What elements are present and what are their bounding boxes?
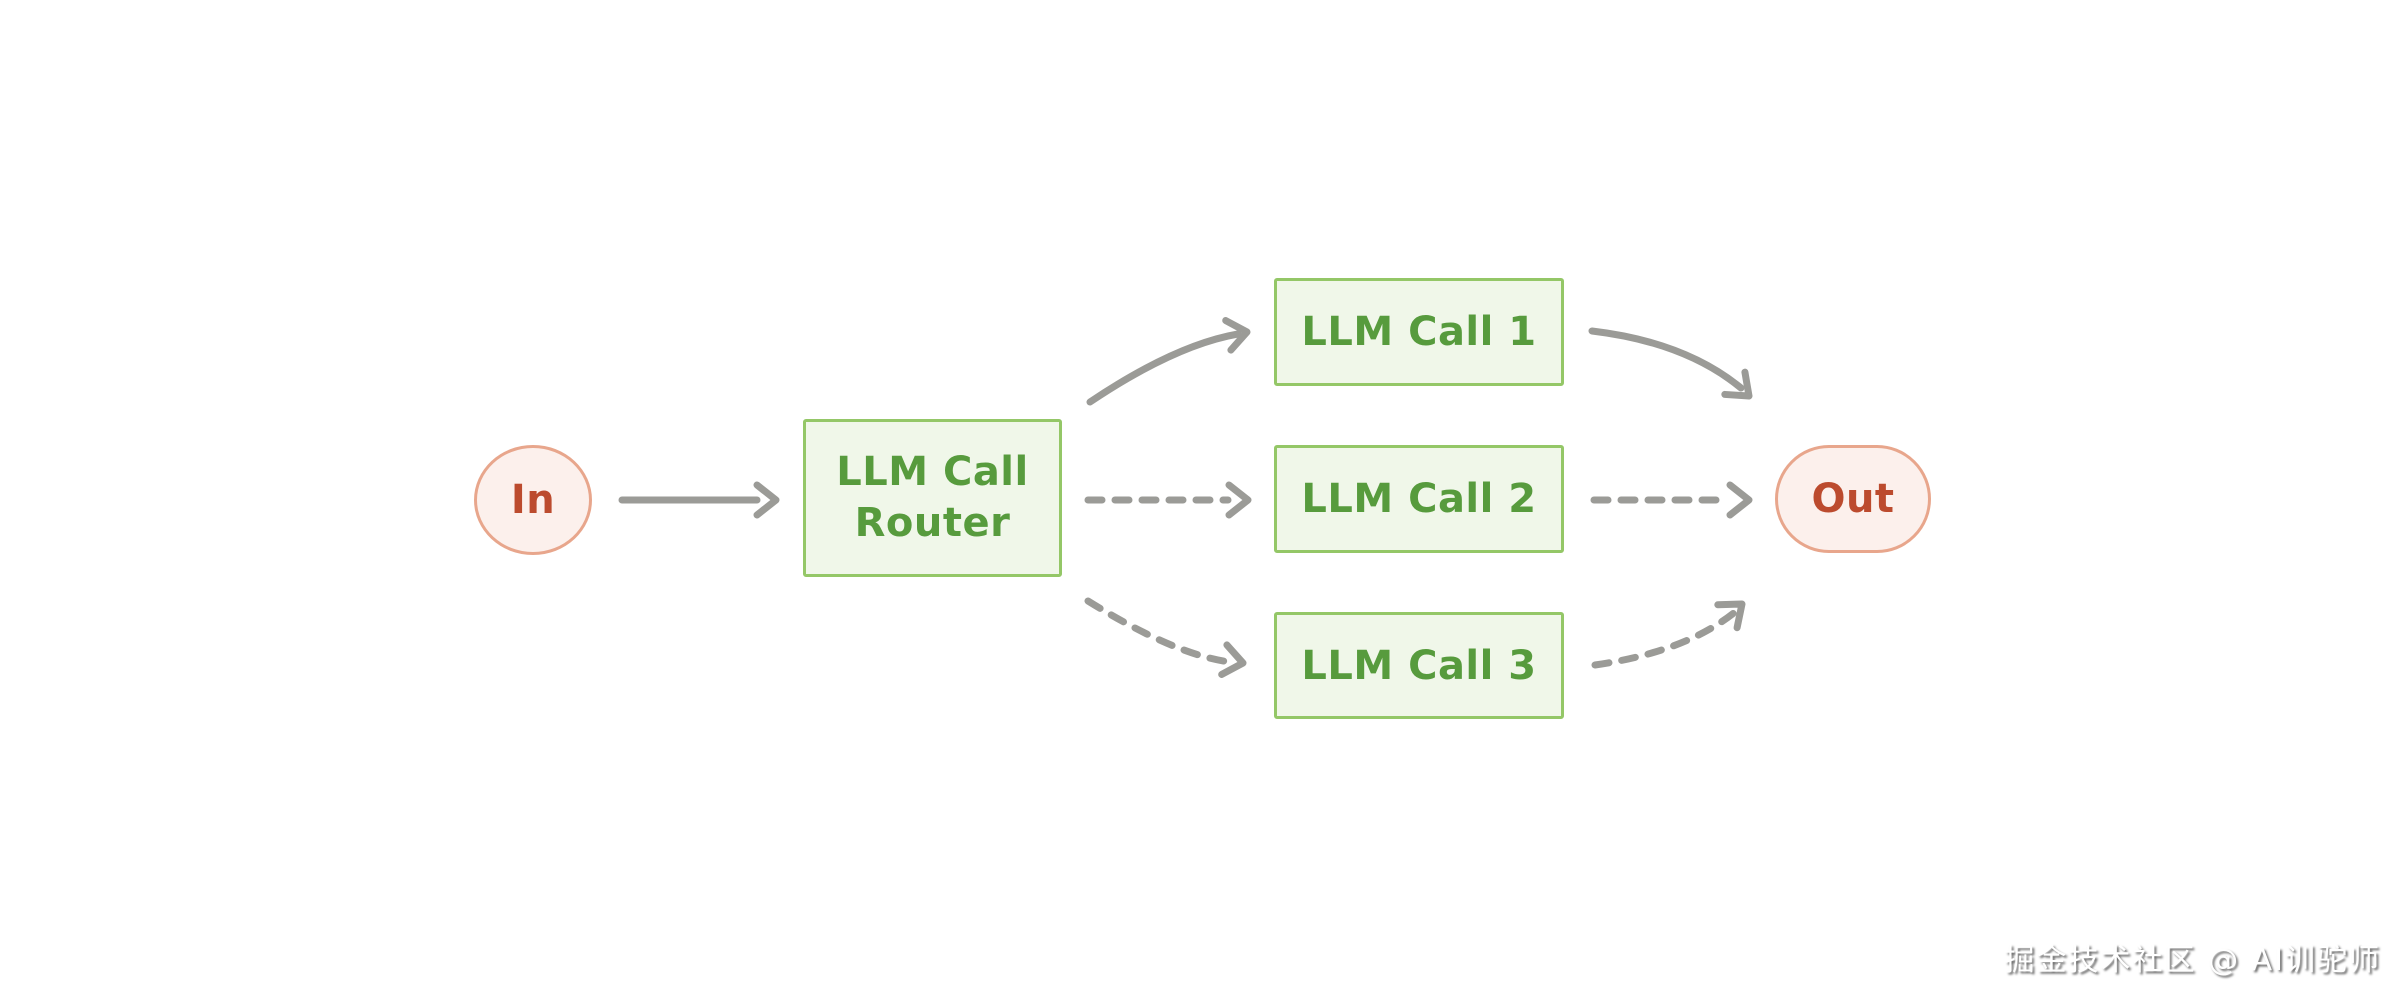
node-out: Out [1775, 445, 1931, 553]
edge-call2-out [1590, 481, 1753, 519]
node-llm-call-2-label: LLM Call 2 [1301, 476, 1537, 522]
edge-router-call2 [1084, 481, 1252, 519]
node-llm-call-router-label: LLM Call Router [836, 448, 1029, 546]
node-llm-call-2: LLM Call 2 [1274, 445, 1564, 553]
node-in-label: In [510, 477, 556, 523]
node-llm-call-3: LLM Call 3 [1274, 612, 1564, 719]
node-llm-call-router: LLM Call Router [803, 419, 1062, 577]
node-llm-call-3-label: LLM Call 3 [1301, 642, 1537, 689]
edge-call1-out [1588, 327, 1753, 400]
node-llm-call-1-label: LLM Call 1 [1301, 309, 1537, 355]
node-out-label: Out [1811, 476, 1895, 522]
node-in: In [474, 445, 592, 555]
edge-in-router [618, 481, 780, 519]
watermark: 掘金技术社区 @ AI训驼师 [2004, 943, 2381, 978]
edge-router-call1 [1086, 317, 1251, 406]
node-llm-call-1: LLM Call 1 [1274, 278, 1564, 386]
edge-call3-out [1591, 600, 1746, 669]
edge-router-call3 [1084, 597, 1247, 678]
